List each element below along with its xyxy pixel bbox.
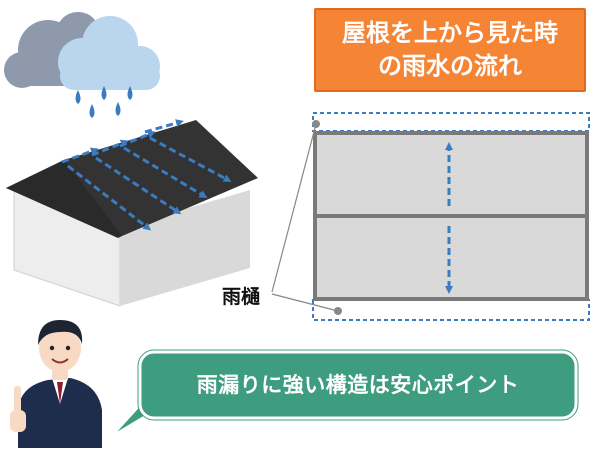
gutter-bottom — [312, 299, 590, 321]
businessman-icon — [10, 320, 102, 448]
roof-arrow-up-3 — [119, 130, 156, 148]
roof-arrow-down-4 — [149, 136, 232, 182]
roof-flow-arrows — [61, 119, 232, 231]
gutter-label: 雨樋 — [222, 286, 261, 308]
title-line-1: 屋根を上から見た時 — [342, 19, 558, 47]
raindrop-icon — [75, 86, 133, 118]
diagram-title: 屋根を上から見た時 の雨水の流れ — [314, 8, 586, 92]
speech-text: 雨漏りに強い構造は安心ポイント — [196, 373, 520, 397]
title-line-2: の雨水の流れ — [378, 52, 522, 80]
rain-cloud-icon — [4, 12, 160, 90]
roof-arrow-down-2 — [95, 156, 182, 215]
roof-arrow-up-1 — [61, 147, 99, 164]
roof-top-view — [312, 112, 590, 321]
roof-arrow-up-2 — [91, 139, 129, 157]
house-icon — [6, 120, 258, 307]
speech-bubble — [111, 349, 579, 437]
roof-arrow-up-4 — [144, 119, 184, 134]
gutter-callout — [271, 120, 342, 315]
gutter-top — [312, 112, 590, 132]
roof-arrow-down-3 — [123, 146, 208, 199]
roof-arrow-down-1 — [67, 164, 152, 231]
